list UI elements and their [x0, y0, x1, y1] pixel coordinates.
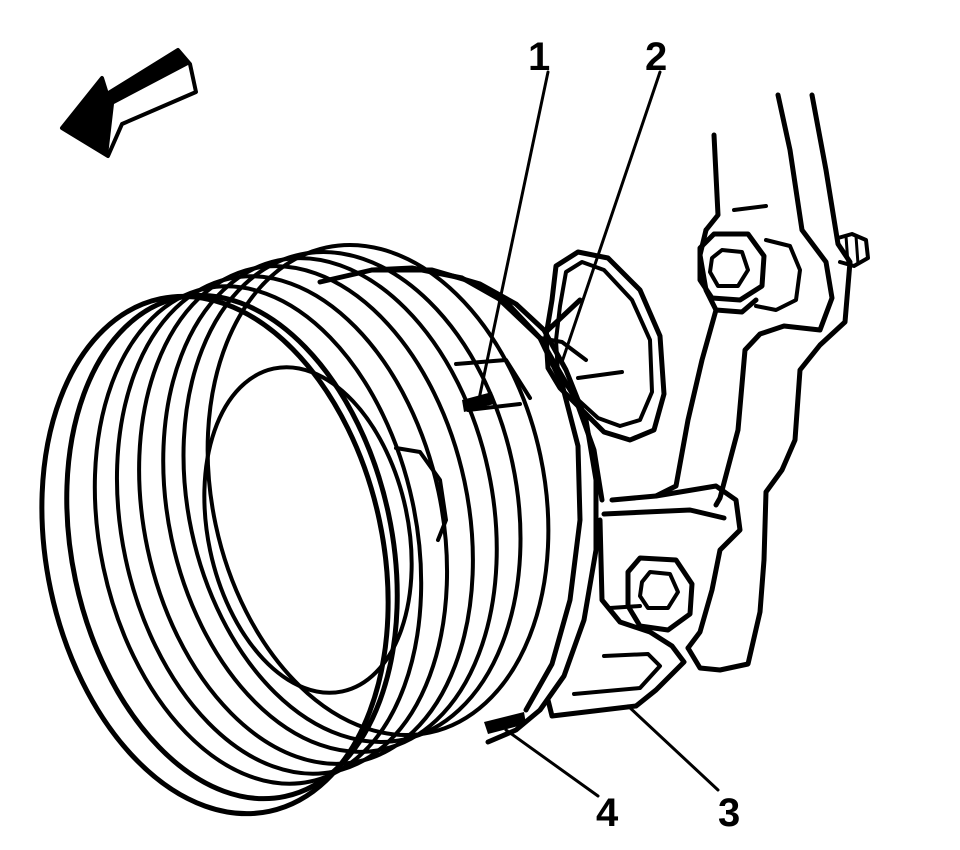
- mounting-bracket: [497, 92, 870, 719]
- callout-2-label: 2: [645, 35, 667, 79]
- callout-4-label: 4: [596, 791, 619, 835]
- callout-leaders: [476, 70, 720, 798]
- front-direction-arrow-icon: [60, 48, 198, 158]
- callout-3-label: 3: [718, 791, 740, 835]
- callout-1-label: 1: [528, 35, 550, 79]
- pulley: [39, 242, 599, 817]
